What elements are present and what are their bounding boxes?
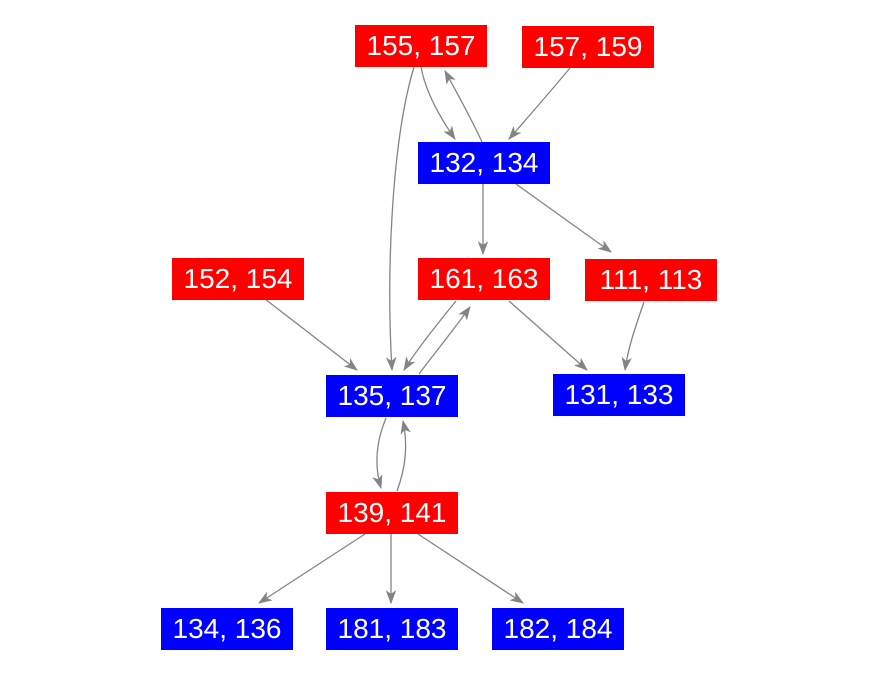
- graph-node-111-113[interactable]: 111, 113: [585, 259, 717, 301]
- edge-139-141-to-182-184: [417, 533, 524, 604]
- graph-node-161-163[interactable]: 161, 163: [418, 258, 550, 300]
- graph-node-label: 157, 159: [533, 31, 643, 62]
- graph-node-label: 135, 137: [337, 380, 447, 411]
- edge-157-159-to-132-134: [508, 67, 571, 140]
- edge-111-113-to-131-133: [621, 301, 645, 372]
- edge-135-137-to-161-163: [418, 306, 471, 375]
- graph-node-157-159[interactable]: 157, 159: [522, 26, 654, 68]
- edge-132-134-to-111-113: [515, 183, 612, 253]
- edge-155-157-to-135-137: [385, 66, 415, 372]
- graph-node-181-183[interactable]: 181, 183: [326, 608, 458, 650]
- edge-139-141-to-134-136: [258, 533, 366, 604]
- graph-node-label: 152, 154: [183, 263, 293, 294]
- graph-node-label: 111, 113: [599, 264, 703, 295]
- graph-node-139-141[interactable]: 139, 141: [326, 492, 458, 534]
- graph-node-135-137[interactable]: 135, 137: [326, 375, 458, 417]
- graph-node-152-154[interactable]: 152, 154: [172, 258, 304, 300]
- edge-139-141-to-135-137: [396, 419, 411, 492]
- graph-node-182-184[interactable]: 182, 184: [492, 608, 624, 650]
- graph-node-131-133[interactable]: 131, 133: [553, 374, 685, 416]
- edge-132-134-to-155-157: [444, 69, 483, 143]
- edge-152-154-to-135-137: [264, 298, 358, 371]
- graph-node-132-134[interactable]: 132, 134: [418, 142, 550, 184]
- edge-155-157-to-132-134: [420, 66, 456, 140]
- edge-135-137-to-139-141: [372, 417, 387, 490]
- graph-node-label: 161, 163: [429, 263, 539, 294]
- graph-node-155-157[interactable]: 155, 157: [355, 25, 487, 67]
- graph-node-label: 132, 134: [429, 147, 539, 178]
- graph-node-label: 181, 183: [337, 613, 447, 644]
- edge-161-163-to-131-133: [508, 300, 588, 371]
- graph-node-label: 182, 184: [503, 613, 613, 644]
- edge-161-163-to-135-137: [403, 300, 457, 371]
- graph-node-134-136[interactable]: 134, 136: [161, 608, 293, 650]
- graph-node-label: 139, 141: [337, 497, 447, 528]
- graph-node-label: 131, 133: [564, 379, 674, 410]
- graph-node-label: 155, 157: [366, 30, 476, 61]
- graph-node-label: 134, 136: [172, 613, 282, 644]
